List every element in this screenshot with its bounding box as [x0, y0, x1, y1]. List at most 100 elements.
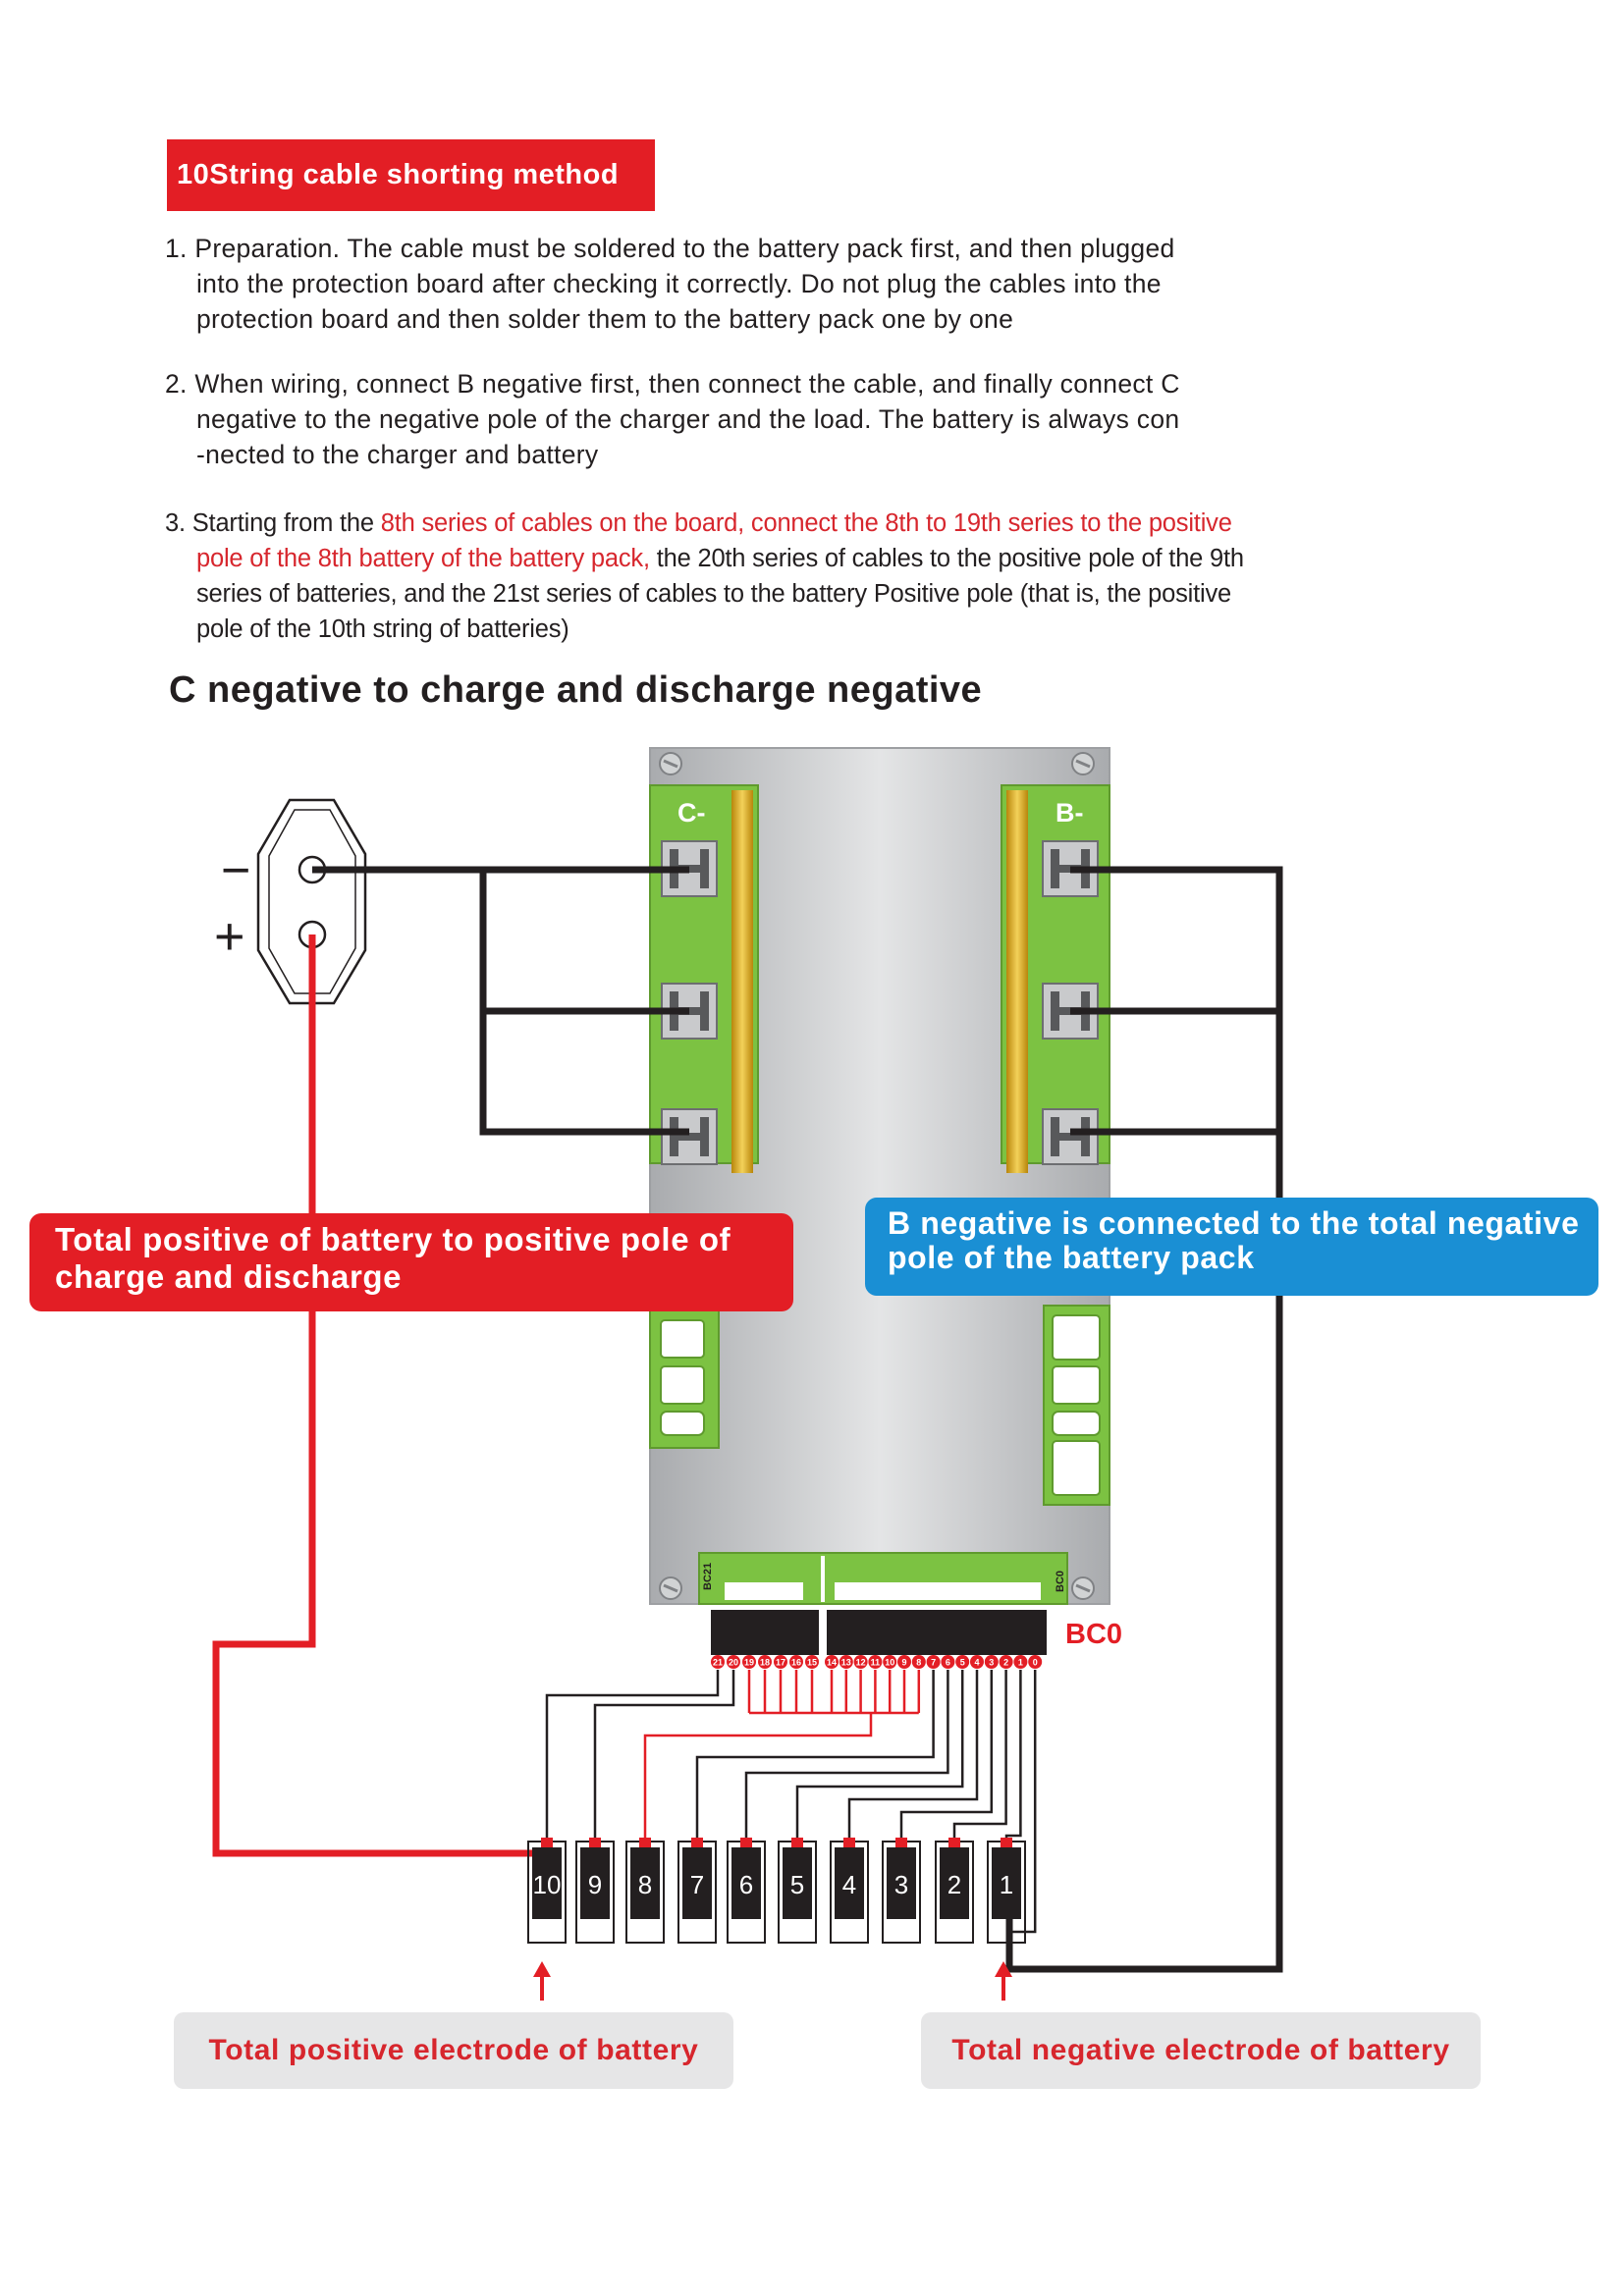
- step-2: 2. When wiring, connect B negative first…: [165, 366, 1304, 472]
- balance-pin: [926, 1655, 941, 1669]
- balance-pin-number: 13: [841, 1658, 851, 1668]
- step-3-line-2-highlight: pole of the 8th battery of the battery p…: [196, 545, 650, 572]
- total-positive-wire: [212, 934, 547, 1857]
- cell-positive-cap: [895, 1838, 907, 1847]
- negative-sign: −: [221, 842, 250, 899]
- balance-pin-number: 8: [916, 1658, 921, 1668]
- balance-pin-number: 2: [1003, 1658, 1008, 1668]
- balance-wire: [643, 1713, 873, 1838]
- balance-pin: [1028, 1655, 1043, 1669]
- cell-positive-cap: [843, 1838, 855, 1847]
- negative-callout-line-1: B negative is connected to the total neg…: [888, 1205, 1580, 1241]
- cell-number: 1: [1000, 1870, 1013, 1899]
- positive-callout-line-1: Total positive of battery to positive po…: [55, 1221, 731, 1257]
- b-minus-label: B-: [1056, 798, 1084, 828]
- charge-discharge-connector: [256, 798, 367, 1005]
- bc0-label: BC0: [1065, 1619, 1122, 1650]
- balance-wire: [593, 1670, 735, 1838]
- balance-pin: [955, 1655, 970, 1669]
- step-1-line-3: protection board and then solder them to…: [196, 304, 1014, 334]
- battery-cell: [783, 1847, 812, 1919]
- balance-wire: [744, 1670, 949, 1838]
- balance-pin: [1013, 1655, 1028, 1669]
- balance-pin-number: 15: [807, 1658, 817, 1668]
- total-negative-label: Total negative electrode of battery: [921, 2012, 1481, 2089]
- balance-wire: [545, 1670, 720, 1838]
- step-1-line-2: into the protection board after checking…: [196, 269, 1162, 298]
- step-3-line-2b: the 20th series of cables to the positiv…: [649, 545, 1244, 572]
- step-2-line-2: negative to the negative pole of the cha…: [196, 404, 1180, 434]
- step-3: 3. Starting from the 8th series of cable…: [165, 506, 1304, 647]
- balance-wire: [795, 1670, 964, 1838]
- balance-wires: [545, 1670, 1037, 1934]
- cell-positive-cap: [691, 1838, 703, 1847]
- cell-positive-cap: [1001, 1838, 1012, 1847]
- balance-pin-number: 11: [871, 1658, 881, 1668]
- cell-positive-cap: [791, 1838, 803, 1847]
- section-heading: 10String cable shorting method: [167, 139, 655, 211]
- balance-pin-number: 4: [974, 1658, 979, 1668]
- bc0-board-label: BC0: [1055, 1571, 1066, 1592]
- balance-pin: [742, 1655, 756, 1669]
- balance-pin-number: 14: [827, 1658, 837, 1668]
- balance-wire: [695, 1670, 935, 1838]
- balance-pin-number: 9: [901, 1658, 906, 1668]
- balance-pin: [984, 1655, 999, 1669]
- balance-pin: [711, 1655, 725, 1669]
- balance-pin-number: 0: [1033, 1658, 1038, 1668]
- balance-pin: [911, 1655, 926, 1669]
- balance-pin: [825, 1655, 839, 1669]
- balance-header: [711, 1610, 1047, 1655]
- negative-arrow: [995, 1961, 1012, 2001]
- balance-pin-number: 7: [931, 1658, 936, 1668]
- c-minus-wires: [312, 866, 689, 1136]
- c-minus-terminals: [661, 840, 718, 1165]
- negative-callout-line-2: pole of the battery pack: [888, 1240, 1255, 1275]
- balance-pin-number: 6: [946, 1658, 950, 1668]
- positive-arrow: [533, 1961, 551, 2001]
- cell-positive-cap: [948, 1838, 960, 1847]
- balance-pin: [839, 1655, 853, 1669]
- balance-pin: [897, 1655, 911, 1669]
- step-3-line-1-highlight: 8th series of cables on the board, conne…: [380, 509, 1232, 537]
- balance-pin-number: 5: [960, 1658, 965, 1668]
- bms-board: [649, 747, 1110, 1605]
- cell-number: 4: [842, 1870, 856, 1899]
- cell-number: 10: [533, 1870, 562, 1899]
- bc21-board-label: BC21: [702, 1563, 714, 1590]
- positive-callout: Total positive of battery to positive po…: [29, 1213, 793, 1311]
- step-2-line-1: 2. When wiring, connect B negative first…: [165, 369, 1180, 399]
- balance-pin: [853, 1655, 868, 1669]
- balance-pin-number: 18: [760, 1658, 770, 1668]
- step-3-line-4: pole of the 10th string of batteries): [196, 615, 569, 643]
- cell-positive-cap: [541, 1838, 553, 1847]
- battery-cell: [887, 1847, 916, 1919]
- balance-pin-number: 12: [856, 1658, 866, 1668]
- battery-cell: [835, 1847, 864, 1919]
- balance-pin-number: 19: [744, 1658, 754, 1668]
- balance-wire: [847, 1670, 979, 1838]
- step-2-line-3: -nected to the charger and battery: [196, 440, 599, 469]
- cell-positive-cap: [589, 1838, 601, 1847]
- balance-pin: [999, 1655, 1013, 1669]
- board-pads: [660, 1314, 1101, 1496]
- battery-cell: [682, 1847, 712, 1919]
- balance-pin-number: 3: [989, 1658, 994, 1668]
- battery-cell: [630, 1847, 660, 1919]
- c-minus-label: C-: [677, 798, 706, 828]
- b-minus-terminals: [1042, 840, 1099, 1165]
- cell-number: 2: [947, 1870, 961, 1899]
- balance-pin-number: 21: [713, 1658, 723, 1668]
- battery-cell: [731, 1847, 761, 1919]
- total-positive-label: Total positive electrode of battery: [174, 2012, 733, 2089]
- battery-cell: [940, 1847, 969, 1919]
- balance-pin-number: 16: [791, 1658, 801, 1668]
- balance-wire: [952, 1670, 1007, 1838]
- battery-cell: [580, 1847, 610, 1919]
- balance-pin: [727, 1655, 740, 1669]
- balance-pin: [805, 1655, 819, 1669]
- balance-pin-number: 10: [885, 1658, 894, 1668]
